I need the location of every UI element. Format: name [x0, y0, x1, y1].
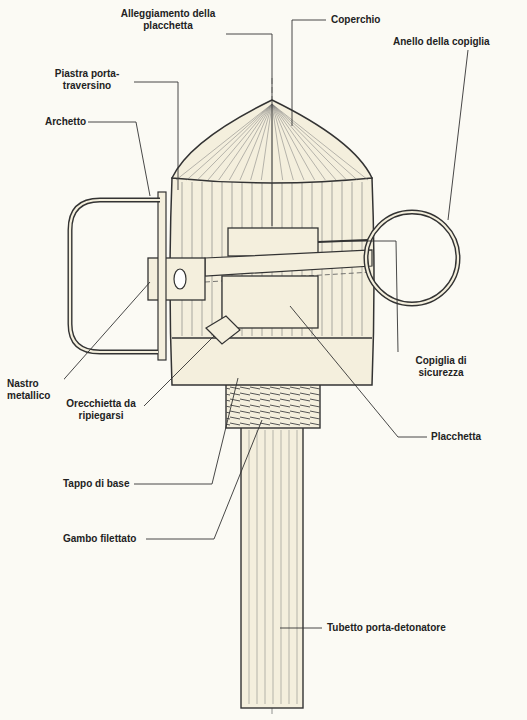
- part-label: Tappo di base: [62, 478, 131, 490]
- rib-stroke: [240, 104, 272, 180]
- part-label: Anello della copiglia: [392, 36, 491, 48]
- detonator-tube: [241, 426, 303, 708]
- plate: [222, 276, 318, 328]
- rib-stroke: [272, 104, 304, 180]
- rib-stroke: [249, 430, 250, 704]
- part-label: Gambo filettato: [62, 533, 137, 545]
- rib-stroke: [272, 104, 357, 180]
- plate-seat: [228, 228, 318, 256]
- threaded-stem: [226, 384, 320, 428]
- part-label: Tubetto porta-detonatore: [326, 622, 447, 634]
- rib-stroke: [187, 104, 272, 180]
- part-label: Alleggiamento della placchetta: [110, 8, 226, 31]
- band-clamp: [148, 258, 205, 300]
- part-label: Placchetta: [430, 431, 482, 443]
- rib-stroke: [272, 104, 315, 180]
- rib-stroke: [272, 104, 293, 180]
- rib-stroke: [272, 104, 347, 180]
- rib-stroke: [272, 104, 325, 180]
- fold-ear: [206, 316, 240, 344]
- rib-stroke: [208, 104, 272, 180]
- crossbar-plate: [158, 192, 166, 360]
- handle-loop: [70, 200, 160, 352]
- rib-stroke: [229, 104, 272, 180]
- part-label: Piastra porta-traversino: [40, 68, 134, 91]
- part-label: Nastro metallico: [6, 378, 64, 401]
- leader-lines: [58, 20, 468, 628]
- part-label: Coperchio: [330, 14, 381, 26]
- rib-stroke: [289, 430, 290, 704]
- rib-stroke: [272, 104, 283, 180]
- part-label: Copiglia di sicurezza: [400, 355, 482, 378]
- rib-stroke: [265, 430, 266, 704]
- rib-stroke: [219, 104, 272, 180]
- pin-ring: [366, 212, 458, 304]
- rib-stroke: [251, 104, 272, 180]
- metal-band: [205, 250, 372, 276]
- rib-stroke: [297, 430, 298, 704]
- rib-stroke: [257, 430, 258, 704]
- base-plug-edge: [172, 337, 372, 338]
- rib-stroke: [273, 430, 274, 704]
- rib-stroke: [272, 104, 336, 180]
- rib-stroke: [176, 104, 272, 180]
- rib-stroke: [261, 104, 272, 180]
- rib-stroke: [272, 104, 368, 180]
- part-label: Archetto: [44, 116, 87, 128]
- rib-stroke: [197, 104, 272, 180]
- part-label: Orecchietta da ripiegarsi: [58, 398, 144, 421]
- rib-stroke: [281, 430, 282, 704]
